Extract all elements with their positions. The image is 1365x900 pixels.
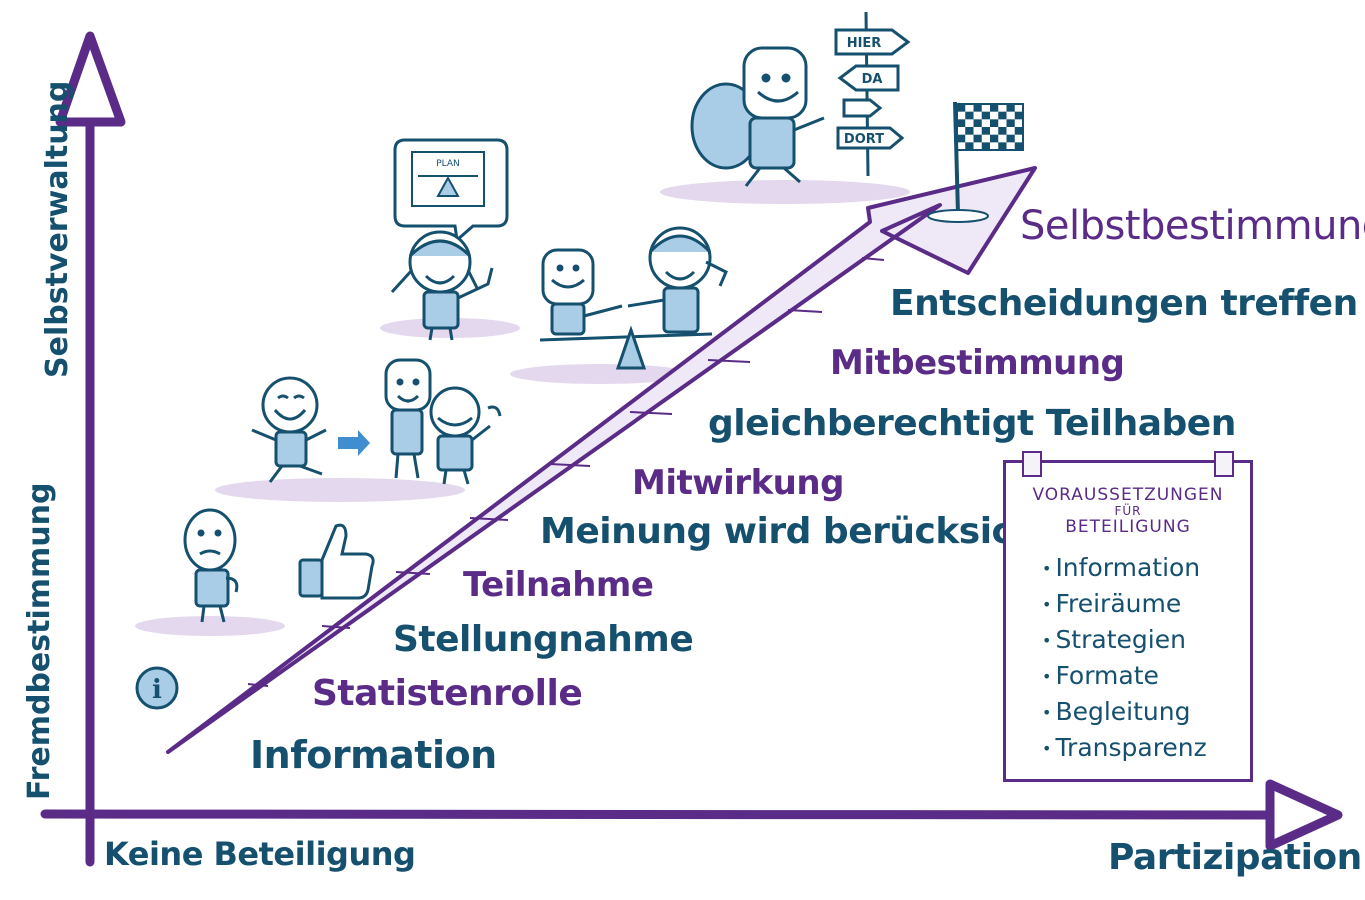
step-label: Stellungnahme — [393, 619, 694, 660]
x-axis-left-label: Keine Beteiligung — [104, 835, 416, 873]
requirements-list-item: Transparenz — [1042, 735, 1206, 760]
requirements-list-item: Strategien — [1042, 627, 1186, 652]
signpost-board-label: DA — [862, 72, 883, 87]
flag-cell — [998, 127, 1007, 135]
ground-shadow — [660, 180, 910, 204]
flag-cell — [998, 142, 1007, 151]
flag-cell — [957, 134, 966, 143]
flag-cell — [1014, 111, 1023, 120]
step-label: Mitbestimmung — [830, 343, 1125, 383]
requirements-title-line1: VORAUSSETZUNGEN — [1032, 485, 1224, 505]
flag-cell — [990, 134, 999, 143]
seesaw-pair-figure — [539, 226, 728, 370]
step-label: gleichberechtigt Teilhaben — [708, 403, 1236, 444]
forward-arrow-icon — [338, 430, 370, 456]
step-label: Teilnahme — [463, 565, 654, 605]
plan-speech-bubble: PLAN — [393, 138, 509, 243]
finish-flag-icon — [927, 101, 1024, 223]
flag-cell — [1014, 142, 1023, 151]
cheering-pair-figure — [384, 358, 502, 485]
flag-cell — [981, 127, 990, 135]
hiker-figure — [690, 46, 825, 187]
sad-person-figure — [183, 508, 239, 623]
plan-label: PLAN — [436, 159, 460, 169]
step-label: Statistenrolle — [312, 673, 583, 714]
flag-cell — [957, 119, 966, 128]
running-person-figure — [251, 376, 327, 483]
flag-cell — [981, 142, 990, 151]
note-pin — [1214, 451, 1234, 477]
flag-cell — [1014, 127, 1023, 135]
flag-cell — [965, 111, 974, 120]
flag-cell — [990, 104, 999, 112]
step-label: Entscheidungen treffen — [890, 283, 1358, 324]
y-axis-bottom-label: Fremdbestimmung — [22, 482, 57, 800]
x-axis — [40, 779, 1343, 851]
participation-arrow — [166, 166, 1037, 754]
step-label: Mitwirkung — [632, 463, 844, 503]
flag-cell — [1006, 119, 1015, 128]
flag-cell — [1006, 134, 1015, 143]
x-axis-right-label: Partizipation — [1108, 837, 1362, 878]
flag-cell — [998, 111, 1007, 120]
flag-cell — [973, 119, 982, 128]
girl-with-plan-figure — [390, 230, 494, 341]
y-axis-top-label: Selbstverwaltung — [40, 80, 75, 378]
requirements-title-line3: BETEILIGUNG — [1065, 517, 1191, 537]
info-icon-glyph: i — [152, 675, 162, 705]
note-pin — [1022, 451, 1042, 477]
requirements-list-item: Freiräume — [1042, 591, 1181, 616]
thumbs-up-icon — [298, 523, 375, 600]
flag-cell — [965, 127, 974, 135]
y-axis — [55, 31, 126, 867]
flag-cell — [973, 104, 982, 112]
flag-cell — [981, 111, 990, 120]
goal-label: Selbstbestimmung — [1020, 203, 1365, 249]
flag-cell — [1006, 104, 1015, 112]
requirements-list-item: Begleitung — [1042, 699, 1190, 724]
ground-shadow — [215, 478, 465, 502]
requirements-note: VORAUSSETZUNGEN FÜR BETEILIGUNG Informat… — [1003, 451, 1253, 782]
requirements-list-item: Information — [1042, 555, 1200, 580]
requirements-title-line2: FÜR — [1114, 504, 1142, 518]
requirements-list-item: Formate — [1042, 663, 1158, 688]
flag-cell — [990, 119, 999, 128]
ground-shadow — [135, 616, 285, 636]
step-label: Information — [250, 733, 497, 777]
signpost-board-label: DORT — [844, 132, 884, 147]
flag-cell — [965, 142, 974, 151]
info-icon: i — [135, 666, 179, 710]
signpost-icon — [834, 11, 911, 177]
signpost-board-label: HIER — [847, 36, 882, 51]
flag-cell — [957, 104, 966, 112]
flag-cell — [973, 134, 982, 143]
